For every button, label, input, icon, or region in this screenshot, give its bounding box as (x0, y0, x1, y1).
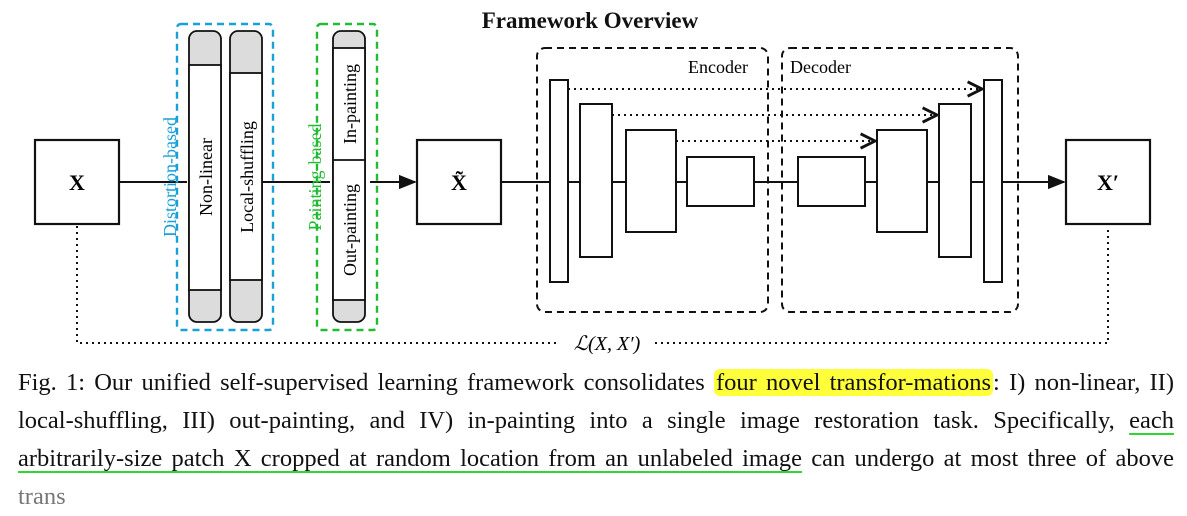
painting-group-label: Painting-based (305, 124, 325, 231)
encoder-block-3 (625, 129, 677, 233)
inpainting-label: In-painting (340, 64, 360, 144)
output-box (1064, 138, 1152, 226)
localshuffling-label: Local-shuffling (237, 121, 257, 233)
painting-group-frame (315, 22, 379, 332)
loss-path-left (76, 226, 560, 344)
caption-middle: : I) non-linear, II) local-shuffling, II… (18, 369, 1174, 434)
decoder-label: Decoder (790, 57, 851, 77)
decoder-frame (781, 47, 1019, 313)
loss-label: ℒ(X, X′) (574, 333, 641, 355)
framework-diagram: Framework Overview X Distortion-based No… (33, 8, 1152, 355)
painting-bar-inner (332, 47, 366, 301)
caption-underlined: each arbitrarily-size patch X cropped at… (18, 407, 1174, 472)
decoder-block-4 (983, 79, 1003, 283)
caption-cut-text: trans (18, 483, 66, 510)
figure-title: Framework Overview (482, 8, 699, 33)
encoder-block-1 (549, 79, 569, 283)
input-label: X (69, 170, 85, 195)
caption-highlight: four novel transfor-mations (713, 369, 994, 396)
outpainting-label: Out-painting (340, 184, 360, 276)
output-label: X′ (1097, 170, 1119, 195)
figure-caption: Fig. 1: Our unified self-supervised lear… (18, 364, 1174, 516)
transformed-box (415, 138, 503, 226)
decoder-block-3 (938, 103, 972, 258)
encoder-block-2 (579, 103, 613, 258)
decoder-block-2 (876, 129, 928, 233)
transformed-label: X̃ (451, 170, 467, 195)
encoder-frame (536, 47, 769, 313)
encoder-block-4 (686, 156, 755, 207)
nonlinear-label: Non-linear (196, 138, 216, 216)
nonlinear-bar-inner (188, 64, 222, 291)
caption-prefix: Fig. 1: Our unified self-supervised lear… (18, 369, 714, 396)
input-box (33, 138, 121, 226)
loss-path-right (655, 226, 1109, 344)
encoder-label: Encoder (688, 57, 748, 77)
distortion-group-frame (175, 22, 275, 332)
decoder-block-1 (797, 156, 866, 207)
localshuffling-bar-inner (229, 72, 263, 281)
distortion-group-label: Distortion-based (160, 117, 180, 237)
caption-suffix: can undergo at most three of above (801, 445, 1174, 472)
